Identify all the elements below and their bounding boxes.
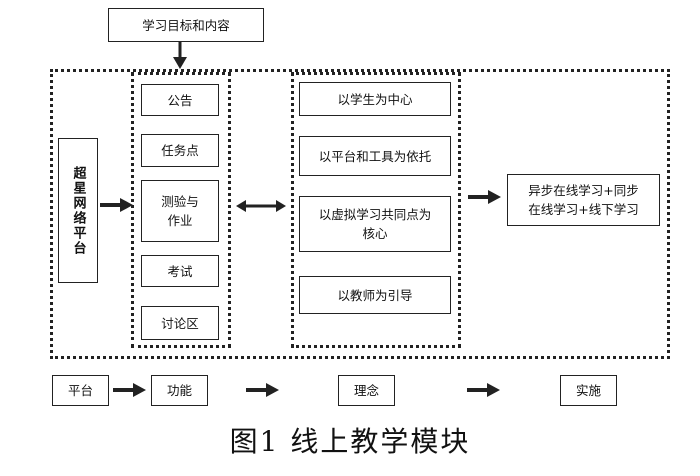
function-exam: 考试 (141, 255, 219, 287)
implementation-box: 异步在线学习+同步 在线学习+线下学习 (507, 174, 660, 226)
legend-platform: 平台 (52, 375, 109, 406)
function-discussion: 讨论区 (141, 306, 219, 340)
legend-concept: 理念 (338, 375, 395, 406)
figure-caption: 图1 线上教学模块 (229, 425, 471, 458)
right-arrow-platform (100, 198, 133, 212)
legend-arrow-3 (467, 383, 500, 397)
function-quiz-homework: 测验与 作业 (141, 180, 219, 242)
legend-function: 功能 (151, 375, 208, 406)
legend-arrow-2 (246, 383, 279, 397)
outer-dotted-frame (50, 69, 670, 359)
concept-student-centered: 以学生为中心 (299, 82, 451, 116)
double-arrow (236, 200, 286, 212)
function-task-point: 任务点 (141, 134, 219, 167)
platform-box: 超星网络平台 (58, 138, 98, 283)
legend-arrow-1 (113, 383, 146, 397)
down-arrow (173, 42, 187, 69)
functions-dotted-group (131, 72, 231, 348)
right-arrow-concepts (468, 190, 501, 204)
concept-platform-tools: 以平台和工具为依托 (299, 136, 451, 176)
concept-virtual-community: 以虚拟学习共同点为 核心 (299, 196, 451, 252)
legend-implementation: 实施 (560, 375, 617, 406)
concepts-dotted-group (291, 72, 461, 348)
function-announcement: 公告 (141, 84, 219, 116)
concept-teacher-guided: 以教师为引导 (299, 276, 451, 314)
learning-goals-box: 学习目标和内容 (108, 8, 264, 42)
